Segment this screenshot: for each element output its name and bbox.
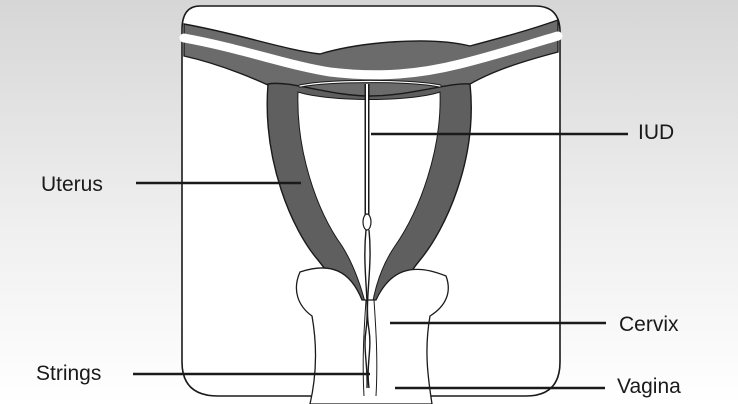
label-vagina: Vagina [617,376,681,397]
label-uterus: Uterus [41,174,103,195]
label-iud: IUD [638,122,674,143]
label-strings: Strings [36,363,101,384]
label-cervix: Cervix [619,314,679,335]
